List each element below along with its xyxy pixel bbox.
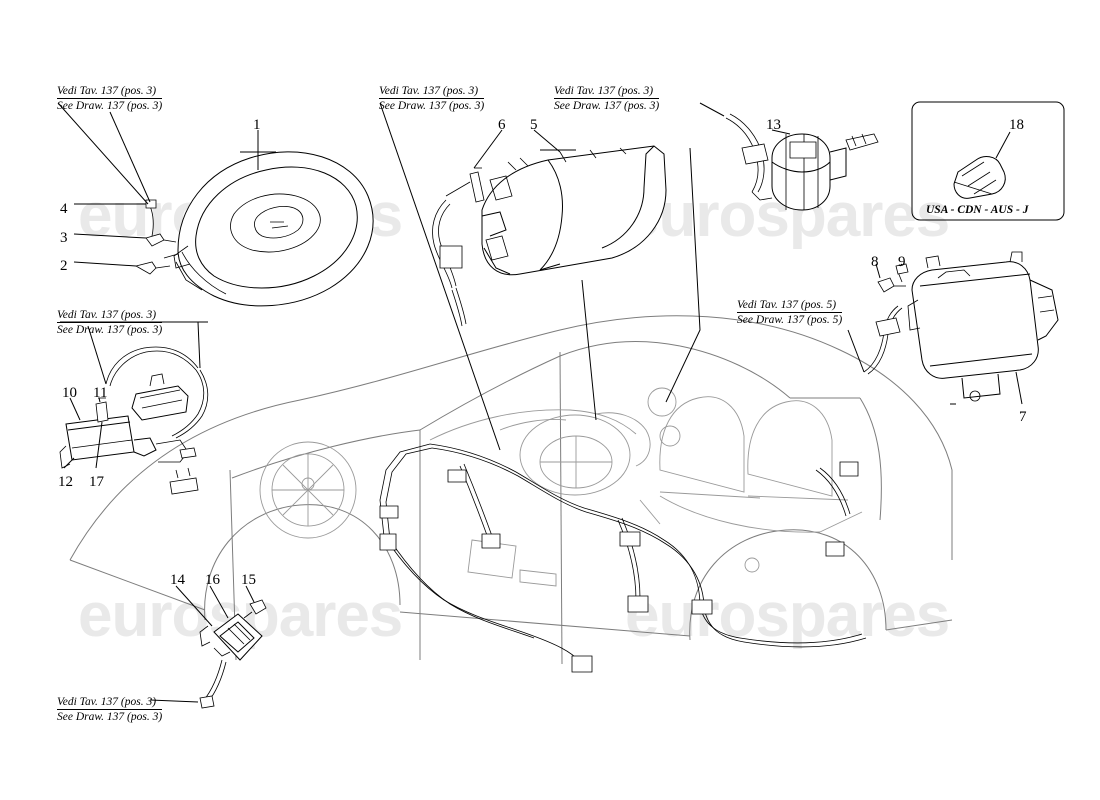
part-control-module [863, 251, 1059, 402]
reference-note-6-it: Vedi Tav. 137 (pos. 3) [57, 696, 157, 708]
reference-note-2-en: See Draw. 137 (pos. 3) [379, 98, 485, 112]
callout-1: 1 [253, 117, 261, 133]
reference-note-2: Vedi Tav. 137 (pos. 3) See Draw. 137 (po… [379, 84, 485, 113]
callout-17: 17 [89, 474, 104, 490]
leader-lines [57, 102, 1023, 703]
callout-2: 2 [60, 258, 68, 274]
callout-4: 4 [60, 201, 68, 217]
part-passenger-airbag [432, 145, 667, 327]
reference-note-5: Vedi Tav. 137 (pos. 5) See Draw. 137 (po… [737, 298, 843, 327]
reference-note-3-en: See Draw. 137 (pos. 3) [554, 98, 660, 112]
wiring-harness [379, 443, 867, 673]
callout-12: 12 [58, 474, 73, 490]
region-label: USA - CDN - AUS - J [926, 204, 1029, 216]
watermark-bottom-right: eurospares [625, 581, 950, 650]
part-driver-airbag [134, 151, 374, 307]
reference-note-5-it: Vedi Tav. 137 (pos. 5) [737, 299, 837, 311]
reference-note-4: Vedi Tav. 137 (pos. 3) See Draw. 137 (po… [57, 308, 163, 337]
callout-18: 18 [1009, 117, 1024, 133]
part-sensor [199, 599, 267, 709]
reference-note-3-it: Vedi Tav. 137 (pos. 3) [554, 85, 654, 97]
reference-note-4-it: Vedi Tav. 137 (pos. 3) [57, 309, 157, 321]
reference-note-3: Vedi Tav. 137 (pos. 3) See Draw. 137 (po… [554, 84, 660, 113]
reference-note-1: Vedi Tav. 137 (pos. 3) See Draw. 137 (po… [57, 84, 163, 113]
callout-9: 9 [898, 254, 906, 270]
callout-3: 3 [60, 230, 68, 246]
inset-box [911, 101, 1065, 221]
callout-6: 6 [498, 117, 506, 133]
reference-note-4-en: See Draw. 137 (pos. 3) [57, 322, 163, 336]
part-clock-spring [725, 113, 879, 211]
callout-15: 15 [241, 572, 256, 588]
part-left-module [59, 346, 209, 495]
part-inset-component [953, 156, 1006, 199]
callout-11: 11 [93, 385, 108, 401]
callout-8: 8 [871, 254, 879, 270]
reference-note-6: Vedi Tav. 137 (pos. 3) See Draw. 137 (po… [57, 695, 163, 724]
callout-10: 10 [62, 385, 77, 401]
callout-16: 16 [205, 572, 220, 588]
reference-note-1-it: Vedi Tav. 137 (pos. 3) [57, 85, 157, 97]
reference-note-1-en: See Draw. 137 (pos. 3) [57, 98, 163, 112]
reference-note-6-en: See Draw. 137 (pos. 3) [57, 709, 163, 723]
callout-14: 14 [170, 572, 185, 588]
reference-note-5-en: See Draw. 137 (pos. 5) [737, 312, 843, 326]
callout-13: 13 [766, 117, 781, 133]
car-outline [69, 315, 953, 665]
callout-5: 5 [530, 117, 538, 133]
callout-7: 7 [1019, 409, 1027, 425]
reference-note-2-it: Vedi Tav. 137 (pos. 3) [379, 85, 479, 97]
